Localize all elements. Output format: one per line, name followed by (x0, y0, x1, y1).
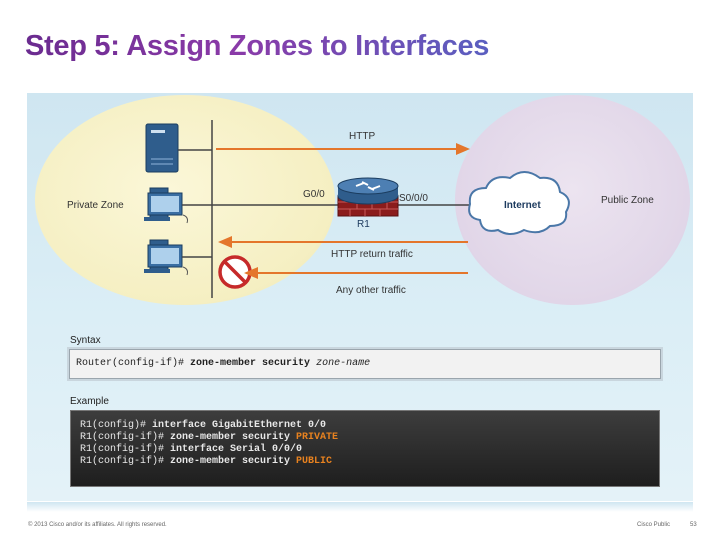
example-command: interface Serial 0/0/0 (170, 444, 303, 455)
example-prompt: R1(config-if)# (80, 444, 171, 455)
syntax-prompt: Router(config-if)# (76, 358, 191, 369)
syntax-heading: Syntax (70, 335, 101, 346)
http-return-arrow-head (218, 236, 232, 248)
example-line: R1(config-if)# interface Serial 0/0/0 (80, 444, 302, 456)
slide-title: Step 5: Assign Zones to Interfaces (25, 30, 490, 62)
g00-interface-label: G0/0 (303, 189, 325, 200)
other-traffic-arrow-line (256, 272, 468, 274)
http-label: HTTP (349, 131, 376, 142)
example-line: R1(config-if)# zone-member security PRIV… (80, 432, 338, 444)
syntax-box: Router(config-if)# zone-member security … (69, 349, 661, 379)
internet-cloud-icon (468, 171, 570, 235)
example-heading: Example (70, 396, 109, 407)
example-command: zone-member security (170, 432, 297, 443)
internet-label: Internet (504, 200, 541, 211)
pc-icon-1 (144, 187, 188, 224)
footer-page-number: 53 (690, 522, 697, 528)
example-arg: PRIVATE (296, 432, 339, 443)
other-traffic-label: Any other traffic (336, 285, 406, 296)
example-command: interface GigabitEthernet 0/0 (152, 420, 327, 431)
example-prompt: R1(config-if)# (80, 432, 171, 443)
example-line: R1(config-if)# zone-member security PUBL… (80, 456, 332, 468)
example-prompt: R1(config-if)# (80, 456, 171, 467)
example-line: R1(config)# interface GigabitEthernet 0/… (80, 420, 326, 432)
footer-divider (27, 502, 693, 512)
router-label: R1 (357, 219, 370, 230)
blocked-icon (218, 255, 252, 289)
syntax-argument: zone-name (316, 358, 371, 369)
example-prompt: R1(config)# (80, 420, 153, 431)
syntax-command: zone-member security (190, 358, 317, 369)
private-zone-area (35, 95, 335, 305)
other-traffic-arrow-head (244, 267, 258, 279)
footer-copyright: © 2013 Cisco and/or its affiliates. All … (28, 522, 167, 528)
example-box: R1(config)# interface GigabitEthernet 0/… (70, 410, 660, 487)
server-icon (145, 123, 179, 173)
http-arrow-head (456, 143, 470, 155)
private-zone-label: Private Zone (67, 200, 124, 211)
public-zone-label: Public Zone (601, 195, 654, 206)
http-return-label: HTTP return traffic (331, 249, 413, 260)
example-arg: PUBLIC (296, 456, 333, 467)
s000-interface-label: S0/0/0 (399, 193, 428, 204)
syntax-line: Router(config-if)# zone-member security … (76, 358, 370, 370)
router-firewall-icon (337, 177, 399, 217)
http-arrow-line (216, 148, 458, 150)
example-command: zone-member security (170, 456, 297, 467)
http-return-arrow-line (232, 241, 468, 243)
footer-classification: Cisco Public (637, 522, 671, 528)
pc-icon-2 (144, 239, 188, 276)
